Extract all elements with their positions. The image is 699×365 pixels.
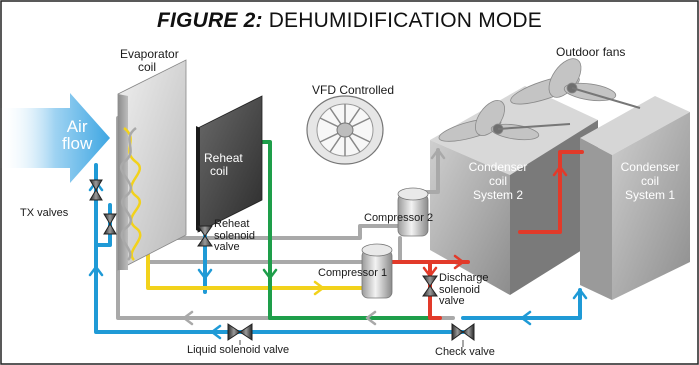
- air-flow-line-1: Air: [66, 117, 88, 136]
- tx-valve-icon: [103, 213, 117, 235]
- leader-lines: [239, 340, 464, 347]
- vfd-label: VFD Controlled: [312, 83, 395, 97]
- evaporator-coil-label: Evaporator coil: [120, 48, 179, 73]
- reheat-coil-label: Reheat coil: [204, 152, 243, 177]
- outdoor-fans-label: Outdoor fans: [556, 45, 626, 59]
- condenser2-line-2: coil: [488, 174, 507, 188]
- reheat-return-line: [268, 301, 432, 320]
- hot-gas-line-4: [428, 298, 442, 320]
- evaporator-coil: [117, 59, 187, 271]
- liquid-solenoid-valve-label: Liquid solenoid valve: [187, 344, 290, 356]
- reheat-valve-line-1: Reheat: [214, 218, 250, 230]
- discharge-valve-line-3: valve: [439, 295, 465, 308]
- outdoor-fan-icon: [438, 58, 641, 142]
- condenser-coil-system-1: [580, 96, 690, 300]
- reheat-valve-line-3: valve: [214, 241, 240, 254]
- condenser2-line-1: Condenser: [468, 160, 528, 174]
- air-flow-arrow: [0, 93, 110, 183]
- reheat-valve-line-2: solenoid: [214, 229, 255, 242]
- vfd-blower-icon: [306, 95, 384, 165]
- evaporator-line-2: coil: [138, 59, 157, 74]
- hot-gas-line-3: [518, 150, 584, 234]
- condenser-system-1-label: Condenser coil System 1: [614, 160, 686, 202]
- evaporator-tubes: [120, 127, 142, 261]
- flow-arrows: [88, 148, 588, 340]
- reheat-solenoid-valve-icon: [197, 225, 213, 247]
- liquid-line-bottom: [94, 258, 465, 334]
- liquid-line-condenser: [461, 288, 582, 320]
- figure-number: FIGURE 2:: [157, 9, 263, 32]
- discharge-solenoid-valve-label: Discharge solenoid valve: [439, 272, 489, 308]
- liquid-line-tx2: [94, 203, 112, 247]
- compressor-1-label: Compressor 1: [318, 267, 388, 279]
- reheat-solenoid-valve-label: Reheat solenoid valve: [214, 218, 255, 254]
- condenser1-line-3: System 1: [624, 188, 675, 202]
- condenser1-line-2: coil: [640, 174, 659, 188]
- evaporator-line-1: Evaporator: [120, 47, 179, 61]
- condenser1-line-1: Condenser: [620, 160, 680, 174]
- tx-valve-icon: [89, 179, 103, 201]
- air-flow-label: Air flow: [62, 118, 92, 152]
- reheat-line-2: coil: [210, 163, 229, 178]
- air-flow-line-2: flow: [62, 134, 93, 153]
- reheat-coil: [196, 95, 263, 233]
- figure-title-text: DEHUMIDIFICATION MODE: [262, 9, 542, 32]
- condenser2-line-3: System 2: [472, 188, 523, 202]
- discharge-solenoid-valve-icon: [422, 275, 438, 297]
- suction-line-comp2: [138, 224, 400, 240]
- check-valve-icon: [451, 323, 475, 341]
- discharge-valve-line-2: solenoid: [439, 283, 480, 296]
- compressor-1: [361, 243, 393, 299]
- tx-valves-label: TX valves: [20, 207, 69, 219]
- liquid-solenoid-valve-icon: [227, 323, 253, 341]
- figure-title: FIGURE 2: DEHUMIDIFICATION MODE: [0, 9, 699, 33]
- reheat-line-1: Reheat: [204, 151, 243, 165]
- check-valve-label: Check valve: [435, 346, 495, 358]
- discharge-valve-line-1: Discharge: [439, 272, 489, 284]
- compressor-2: [397, 187, 429, 237]
- condenser-system-2-label: Condenser coil System 2: [462, 160, 534, 202]
- compressor-2-label: Compressor 2: [364, 212, 434, 224]
